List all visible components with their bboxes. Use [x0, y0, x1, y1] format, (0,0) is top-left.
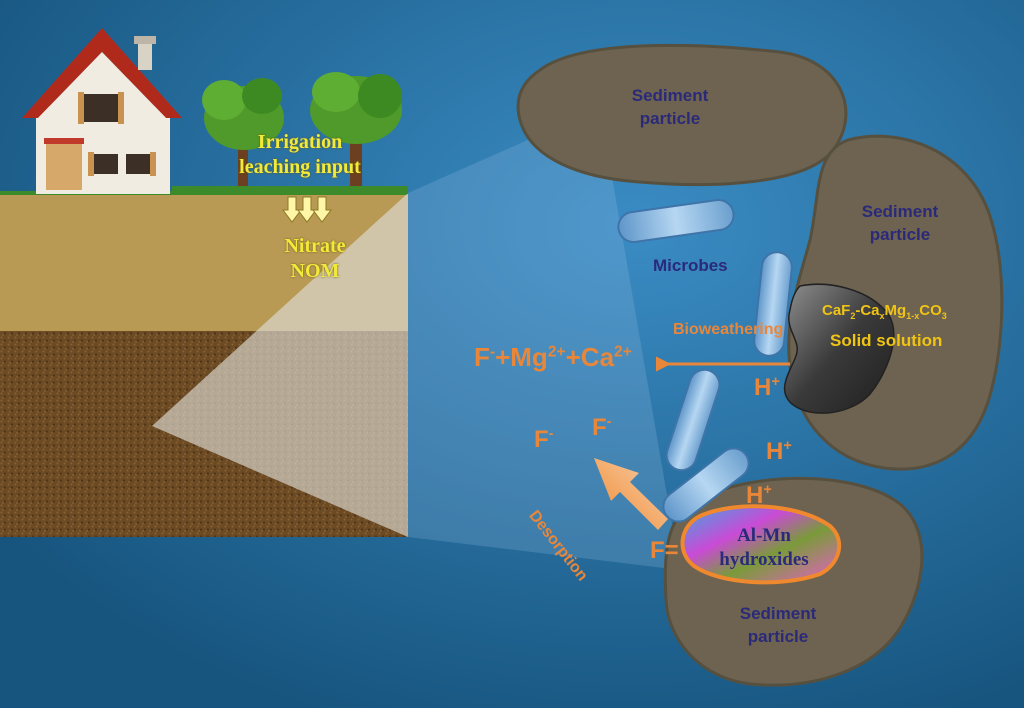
released-ions-equation: F-+Mg2++Ca2+	[474, 344, 632, 370]
solid-solution-formula: CaF2-CaxMg1-xCO3	[822, 302, 947, 321]
bioweathering-label: Bioweathering	[673, 321, 784, 338]
microbe-rod-4	[662, 447, 750, 523]
irrigation-label: Irrigation leaching input	[205, 130, 395, 180]
bound-fluoride-label: F=	[650, 537, 679, 564]
al-mn-hydroxide-coating	[680, 504, 841, 585]
trees-illustration	[172, 72, 408, 194]
proton-2-charge: +	[783, 438, 792, 454]
microbe-cells	[617, 199, 793, 523]
sediment-label-bottom-line2: particle	[747, 627, 809, 646]
microbe-rod-1	[617, 199, 735, 243]
ion-magnesium-charge: 2+	[547, 343, 566, 361]
free-fluoride-2-base: F	[592, 414, 607, 441]
formula-sub-1: 2	[850, 311, 856, 321]
proton-label-2: H+	[766, 438, 792, 465]
sediment-label-right: Sediment particle	[850, 200, 950, 246]
formula-part-caf: CaF	[822, 302, 851, 319]
proton-3-charge: +	[763, 482, 772, 498]
formula-part-ca: -Ca	[855, 302, 880, 319]
formula-sub-3: 1-x	[906, 311, 920, 321]
proton-3-base: H	[746, 482, 764, 509]
free-fluoride-ion-1: F-	[534, 426, 554, 453]
microbe-rod-3	[665, 368, 721, 472]
sediment-label-top-line2: particle	[639, 109, 701, 128]
proton-2-base: H	[766, 438, 784, 465]
desorption-arrow	[594, 458, 668, 530]
microbes-label: Microbes	[653, 256, 728, 275]
sediment-label-top: Sediment particle	[620, 84, 720, 130]
solid-solution-mineral	[783, 283, 895, 414]
proton-1-base: H	[754, 374, 772, 401]
al-mn-hydroxides-label: Al-Mn hydroxides	[702, 524, 826, 572]
formula-part-mg: Mg	[884, 302, 907, 319]
sediment-label-right-line1: Sediment	[861, 202, 939, 221]
sediment-label-bottom: Sediment particle	[728, 602, 828, 648]
sediment-label-right-line2: particle	[869, 225, 931, 244]
sediment-particle-top	[516, 43, 848, 187]
nitrate-label: Nitrate	[284, 235, 346, 257]
formula-sub-2: x	[879, 311, 885, 321]
hydroxides-label-line1: Al-Mn	[737, 525, 791, 546]
ion-magnesium: +Mg	[495, 342, 548, 372]
sediment-label-top-line1: Sediment	[631, 86, 709, 105]
irrigation-label-line1: Irrigation	[257, 131, 343, 153]
ion-fluoride: F	[474, 342, 490, 372]
ion-calcium-charge: 2+	[614, 343, 632, 361]
magnifier-cone-highlight	[152, 193, 408, 537]
sediment-label-bottom-line1: Sediment	[739, 604, 817, 623]
microbe-rod-2	[753, 251, 793, 357]
formula-part-co: CO	[919, 302, 942, 319]
nitrate-nom-label: Nitrate NOM	[255, 234, 375, 284]
free-fluoride-1-charge: -	[548, 426, 554, 442]
free-fluoride-ion-2: F-	[592, 414, 612, 441]
free-fluoride-2-charge: -	[606, 414, 612, 430]
ion-calcium: +Ca	[565, 342, 615, 372]
proton-label-1: H+	[754, 374, 780, 401]
infiltration-arrows	[282, 196, 332, 223]
proton-1-charge: +	[771, 374, 780, 390]
proton-label-3: H+	[746, 482, 772, 509]
hydroxides-label-line2: hydroxides	[719, 549, 809, 570]
formula-sub-4: 3	[941, 311, 947, 321]
free-fluoride-1-base: F	[534, 426, 549, 453]
solid-solution-name: Solid solution	[830, 331, 943, 350]
ion-fluoride-charge: -	[489, 343, 496, 361]
irrigation-label-line2: leaching input	[239, 156, 361, 178]
nom-label: NOM	[290, 260, 340, 282]
house-illustration	[22, 28, 182, 194]
